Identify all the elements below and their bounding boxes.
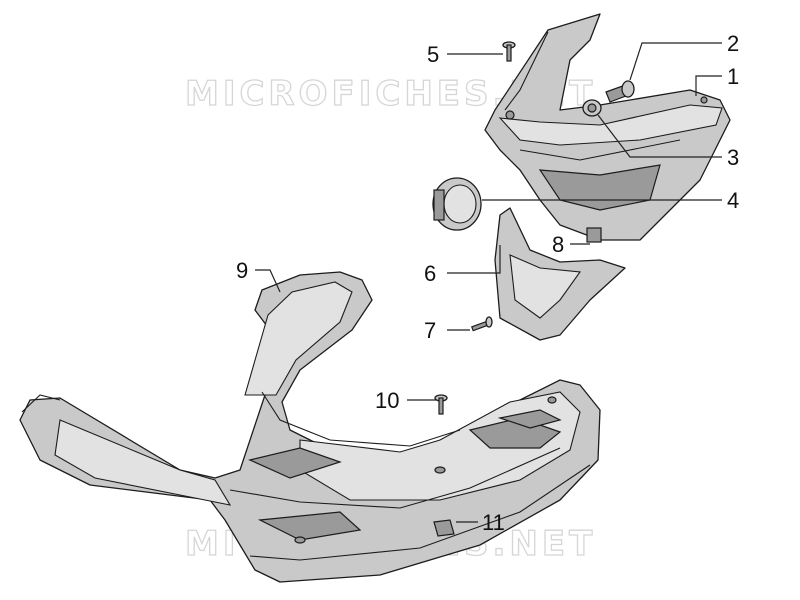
callout-9: 9: [236, 258, 248, 283]
part-9-floor-panel: [19, 271, 601, 583]
part-5-screw: [502, 41, 516, 62]
callout-7: 7: [424, 318, 436, 343]
callout-10: 10: [375, 388, 399, 413]
part-2-bolt: [605, 80, 635, 103]
part-8-clip: [586, 227, 602, 243]
part-11-speed-nut: [433, 519, 455, 537]
part-6-inner-cover: [494, 207, 626, 341]
leader-lines: [255, 42, 722, 523]
part-4-round-socket: [432, 177, 482, 231]
part-10-screw: [434, 394, 448, 415]
leader-2: [629, 42, 722, 81]
callout-5: 5: [427, 42, 439, 67]
part-7-screw: [471, 316, 493, 332]
part-3-grommet: [582, 99, 602, 117]
callout-3: 3: [727, 145, 739, 170]
callout-2: 2: [727, 31, 739, 56]
callout-6: 6: [424, 261, 436, 286]
callout-1: 1: [727, 64, 739, 89]
leader-3: [597, 114, 722, 158]
callout-8: 8: [552, 232, 564, 257]
leader-1: [695, 75, 722, 96]
callout-11: 11: [482, 510, 505, 535]
leader-6: [447, 245, 501, 274]
leader-9: [255, 269, 281, 293]
callout-4: 4: [727, 188, 739, 213]
